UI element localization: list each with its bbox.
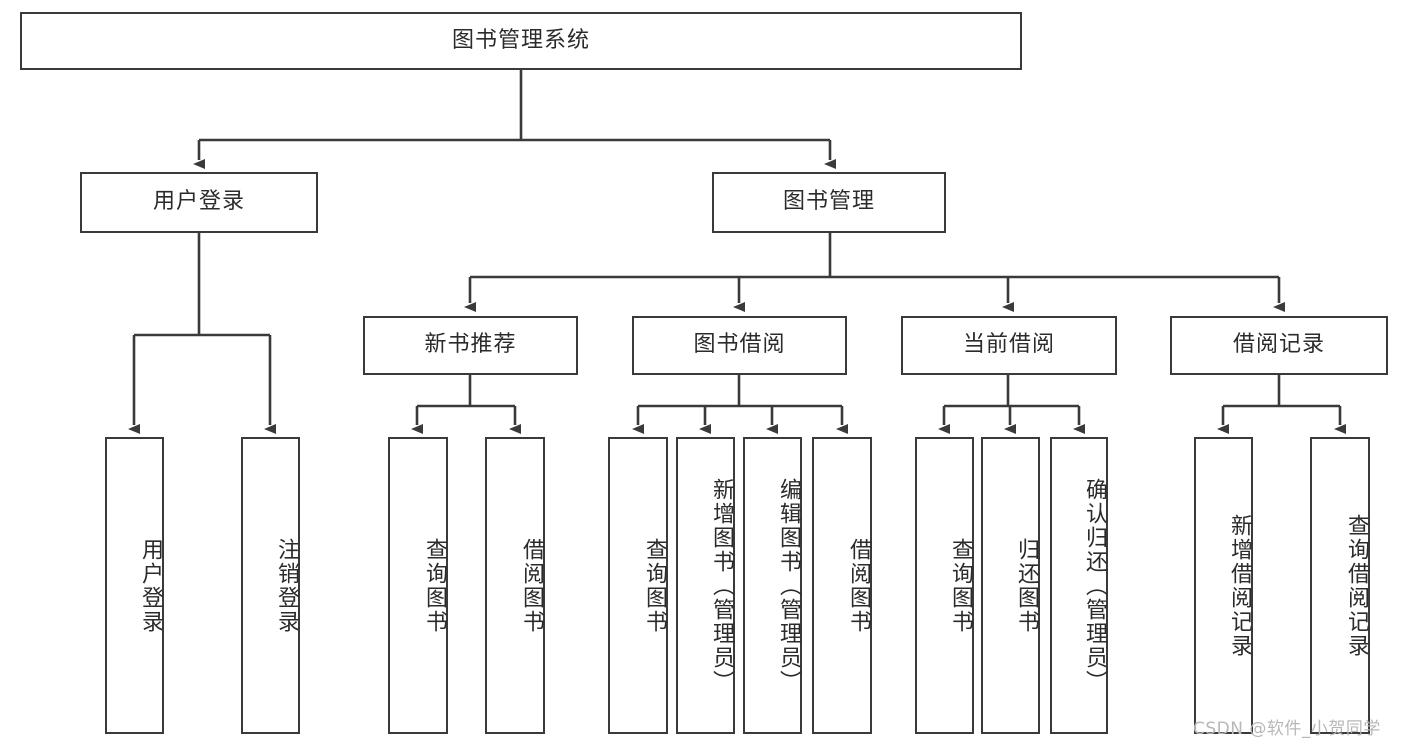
node-leaf-query-book-rec[interactable]: 查询图书 <box>388 437 448 734</box>
node-leaf-borrow-book[interactable]: 借阅图书 <box>812 437 872 734</box>
node-leaf-query-borrow-record[interactable]: 查询借阅记录 <box>1310 437 1370 734</box>
node-user-login[interactable]: 用户登录 <box>80 172 318 233</box>
leaf-label: 注销登录 <box>274 537 299 634</box>
node-new-book-recommend[interactable]: 新书推荐 <box>363 316 578 375</box>
leaf-label: 用户登录 <box>138 537 163 634</box>
leaf-label: 查询图书 <box>642 537 667 634</box>
leaf-label: 编辑图书（管理员） <box>776 477 801 694</box>
node-leaf-confirm-return-admin[interactable]: 确认归还（管理员） <box>1050 437 1108 734</box>
leaf-label: 借阅图书 <box>846 537 871 634</box>
leaf-label: 借阅图书 <box>519 537 544 634</box>
node-leaf-user-logout[interactable]: 注销登录 <box>241 437 300 734</box>
leaf-label: 新增图书（管理员） <box>709 477 734 694</box>
leaf-label: 查询图书 <box>422 537 447 634</box>
leaf-label: 新增借阅记录 <box>1227 513 1252 658</box>
node-leaf-borrow-book-rec[interactable]: 借阅图书 <box>485 437 545 734</box>
node-leaf-add-book-admin[interactable]: 新增图书（管理员） <box>676 437 735 734</box>
node-leaf-query-book-borrow[interactable]: 查询图书 <box>608 437 668 734</box>
node-leaf-edit-book-admin[interactable]: 编辑图书（管理员） <box>743 437 802 734</box>
node-borrow-record[interactable]: 借阅记录 <box>1170 316 1388 375</box>
node-book-manage[interactable]: 图书管理 <box>712 172 946 233</box>
leaf-label: 查询借阅记录 <box>1344 513 1369 658</box>
node-leaf-query-book-cur[interactable]: 查询图书 <box>915 437 974 734</box>
node-book-borrow[interactable]: 图书借阅 <box>632 316 847 375</box>
node-leaf-add-borrow-record[interactable]: 新增借阅记录 <box>1194 437 1253 734</box>
node-leaf-user-login[interactable]: 用户登录 <box>105 437 164 734</box>
node-root[interactable]: 图书管理系统 <box>20 12 1022 70</box>
watermark: CSDN @软件_小贺同学 <box>1193 719 1381 739</box>
node-leaf-return-book[interactable]: 归还图书 <box>981 437 1040 734</box>
leaf-label: 查询图书 <box>948 537 973 634</box>
leaf-label: 确认归还（管理员） <box>1082 477 1107 694</box>
node-current-borrow[interactable]: 当前借阅 <box>901 316 1117 375</box>
leaf-label: 归还图书 <box>1014 537 1039 634</box>
